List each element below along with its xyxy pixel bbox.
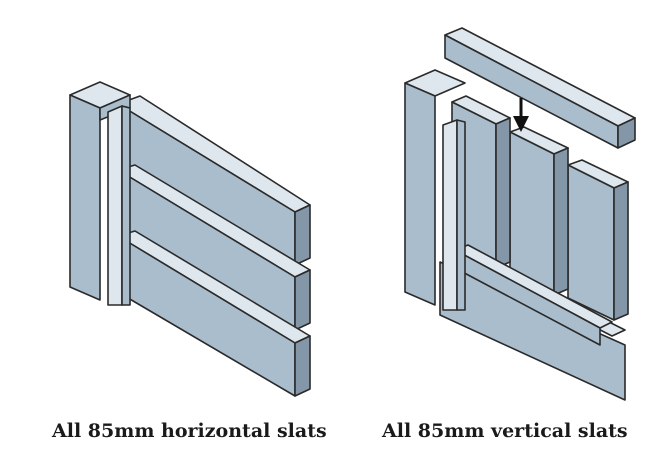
caption-vertical-slats: All 85mm vertical slats xyxy=(382,420,628,442)
arrow-down-icon xyxy=(513,98,529,132)
slat-top xyxy=(117,95,311,266)
slat-bottom xyxy=(117,230,311,397)
horizontal-slat-assembly xyxy=(69,81,311,397)
vertical-slat-2 xyxy=(509,126,569,296)
vertical-slat-assembly xyxy=(404,27,636,401)
post xyxy=(404,69,466,311)
caption-horizontal-slats: All 85mm horizontal slats xyxy=(52,420,327,442)
vertical-slat-3 xyxy=(567,159,629,321)
top-cap-channel xyxy=(444,27,636,149)
post xyxy=(69,81,131,306)
